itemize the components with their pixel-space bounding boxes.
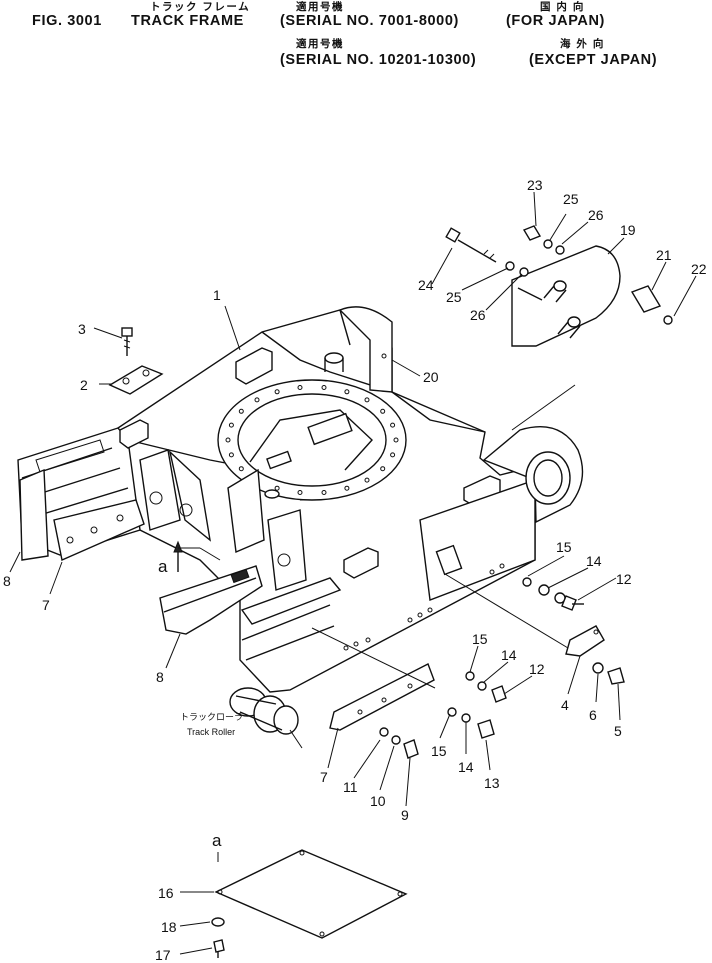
reference-a-top: a	[158, 557, 168, 576]
hardware-middle	[379, 671, 507, 759]
ring-bolt-hole	[364, 397, 370, 403]
callout-25b: 25	[563, 191, 579, 207]
ring-bolt-hole	[344, 389, 350, 395]
track-roller-label-jp: トラックローラ	[180, 712, 243, 722]
ring-bolt-hole	[344, 485, 350, 491]
cover-19	[511, 245, 621, 347]
callout-15b: 15	[472, 631, 488, 647]
ring-bolt-hole	[380, 408, 386, 414]
ring-bolt-hole	[321, 385, 327, 390]
kana-serial-2: 適用号機	[296, 38, 344, 50]
callout-25a: 25	[446, 289, 462, 305]
pin-21	[630, 285, 673, 325]
callout-15c: 15	[431, 743, 447, 759]
long-bolt-24	[445, 227, 529, 277]
ring-bolt-hole	[225, 437, 231, 443]
callout-22: 22	[691, 261, 707, 277]
callout-6: 6	[589, 707, 597, 723]
plate-2	[108, 365, 164, 395]
callout-17: 17	[155, 947, 171, 963]
callout-18: 18	[161, 919, 177, 935]
reference-a-bottom: a	[212, 831, 222, 850]
cover-plate-4	[565, 625, 605, 657]
region-1: (FOR JAPAN)	[506, 13, 605, 29]
kana-title: トラック フレーム	[150, 1, 251, 13]
callout-10: 10	[370, 793, 386, 809]
guard-7-left	[53, 499, 145, 561]
hardware-top	[522, 225, 565, 255]
ring-bolt-hole	[228, 422, 234, 428]
ring-bolt-hole	[238, 408, 244, 414]
guard-7-lower	[329, 663, 435, 731]
callout-8b: 8	[156, 669, 164, 685]
callout-5: 5	[614, 723, 622, 739]
kana-serial-1: 適用号機	[296, 1, 344, 13]
ring-bolt-hole	[274, 485, 280, 491]
ring-bolt-hole	[297, 490, 303, 495]
serial-range-1: (SERIAL NO. 7001-8000)	[280, 13, 459, 29]
callout-14b: 14	[501, 647, 517, 663]
ring-bolt-hole	[364, 477, 370, 483]
callout-3: 3	[78, 321, 86, 337]
ring-bolt-hole	[254, 397, 260, 403]
callout-15a: 15	[556, 539, 572, 555]
ring-bolt-hole	[297, 385, 303, 390]
ring-bolt-hole	[274, 389, 280, 395]
hardware-right	[522, 577, 625, 685]
kana-region-2: 海 外 向	[560, 38, 605, 50]
track-frame-body	[17, 309, 536, 693]
ring-bolt-hole	[390, 452, 396, 458]
ring-bolt-hole	[393, 437, 399, 443]
hardware-bottom	[211, 917, 225, 958]
callout-2: 2	[80, 377, 88, 393]
ring-bolt-hole	[228, 452, 234, 458]
figure-title: TRACK FRAME	[131, 13, 244, 29]
track-roller	[229, 687, 303, 749]
ring-bolt-holes	[225, 385, 399, 495]
ring-bolt-hole	[390, 422, 396, 428]
reference-a-arrow	[173, 540, 221, 572]
bolt-3	[121, 327, 133, 356]
callout-21: 21	[656, 247, 672, 263]
callout-19: 19	[620, 222, 636, 238]
figure-number: FIG. 3001	[32, 13, 102, 29]
callout-13: 13	[484, 775, 500, 791]
callout-1: 1	[213, 287, 221, 303]
callout-12b: 12	[529, 661, 545, 677]
callout-16: 16	[158, 885, 174, 901]
callout-7b: 7	[320, 769, 328, 785]
callout-26b: 26	[588, 207, 604, 223]
end-housing-front	[482, 426, 584, 524]
guard-8-left	[19, 468, 49, 561]
callout-20: 20	[423, 369, 439, 385]
ring-bolt-hole	[321, 490, 327, 495]
serial-range-2: (SERIAL NO. 10201-10300)	[280, 52, 477, 68]
guard-8-lower	[159, 565, 263, 635]
callout-12a: 12	[616, 571, 632, 587]
region-2: (EXCEPT JAPAN)	[529, 52, 658, 68]
callout-4: 4	[561, 697, 569, 713]
kana-region-1: 国 内 向	[540, 1, 585, 13]
callout-11: 11	[343, 779, 358, 795]
callout-9: 9	[401, 807, 409, 823]
callout-14c: 14	[458, 759, 474, 775]
leader-lines	[9, 191, 697, 955]
ring-bolt-hole	[380, 466, 386, 472]
end-housing-rear	[338, 306, 393, 393]
callout-8a: 8	[3, 573, 11, 589]
callout-14a: 14	[586, 553, 602, 569]
callout-24: 24	[418, 277, 434, 293]
track-roller-label-en: Track Roller	[187, 727, 235, 737]
bottom-plate-16	[214, 849, 408, 939]
callout-7a: 7	[42, 597, 50, 613]
callout-26a: 26	[470, 307, 486, 323]
ring-bolt-hole	[238, 466, 244, 472]
callout-23: 23	[527, 177, 543, 193]
